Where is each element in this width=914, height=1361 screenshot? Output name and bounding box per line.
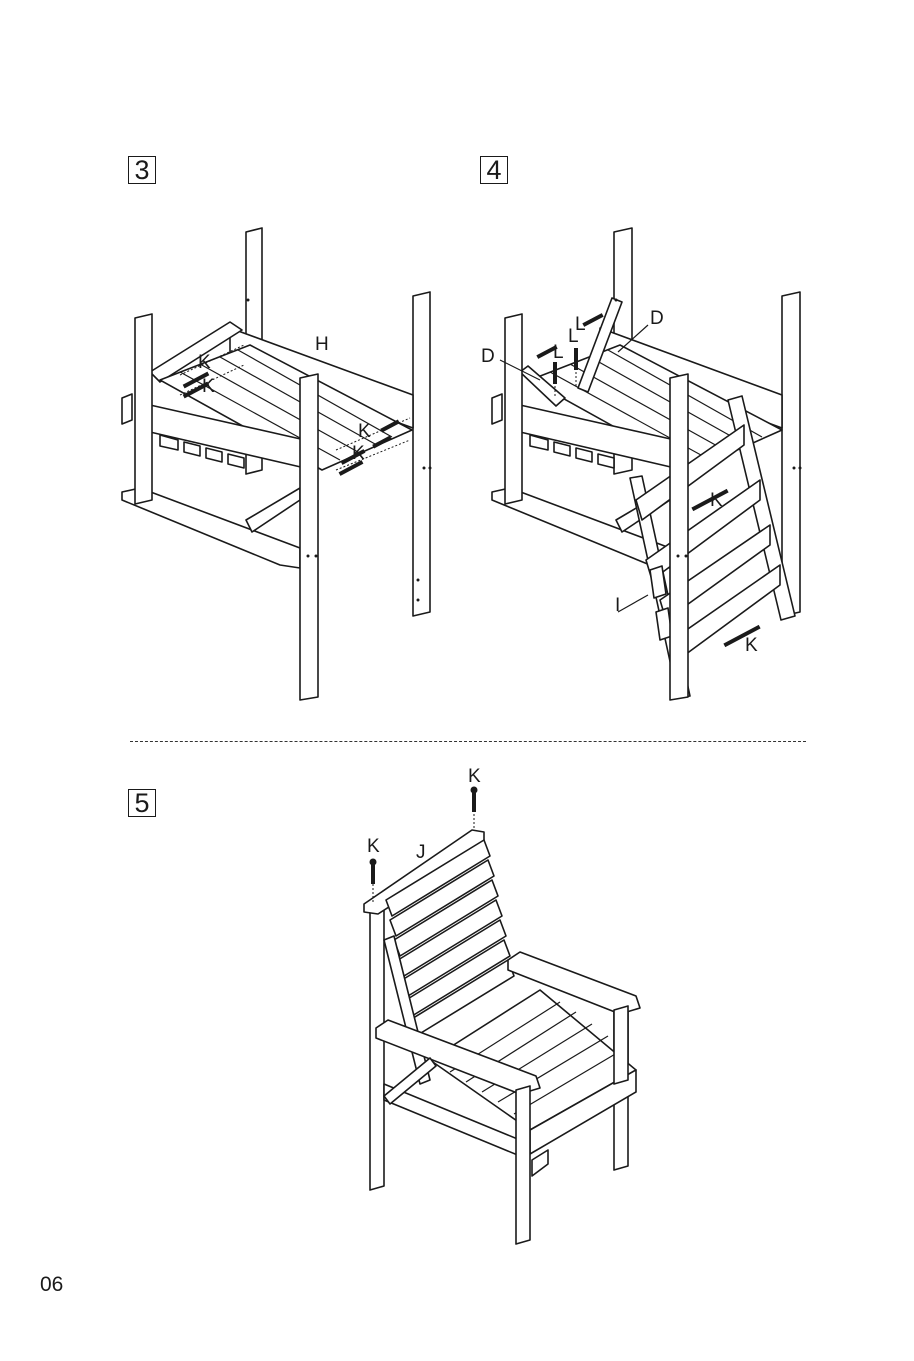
label-K: K xyxy=(202,376,215,397)
label-K: K xyxy=(367,836,380,857)
label-K: K xyxy=(358,421,371,442)
label-D: D xyxy=(650,308,664,329)
step-3-illustration: H K K K K xyxy=(122,228,432,700)
label-K: K xyxy=(198,352,211,373)
label-K: K xyxy=(352,443,365,464)
label-K: K xyxy=(710,490,723,511)
step-4-illustration: D D L L L K K I xyxy=(481,228,802,700)
label-H: H xyxy=(315,334,329,355)
label-L: L xyxy=(553,342,564,363)
label-K: K xyxy=(468,766,481,787)
step-5-illustration: K K J xyxy=(364,766,640,1244)
page-number: 06 xyxy=(40,1273,63,1297)
label-L: L xyxy=(568,326,579,347)
label-D: D xyxy=(481,346,495,367)
label-I: I xyxy=(615,595,620,616)
label-K: K xyxy=(745,635,758,656)
label-J: J xyxy=(416,842,426,863)
